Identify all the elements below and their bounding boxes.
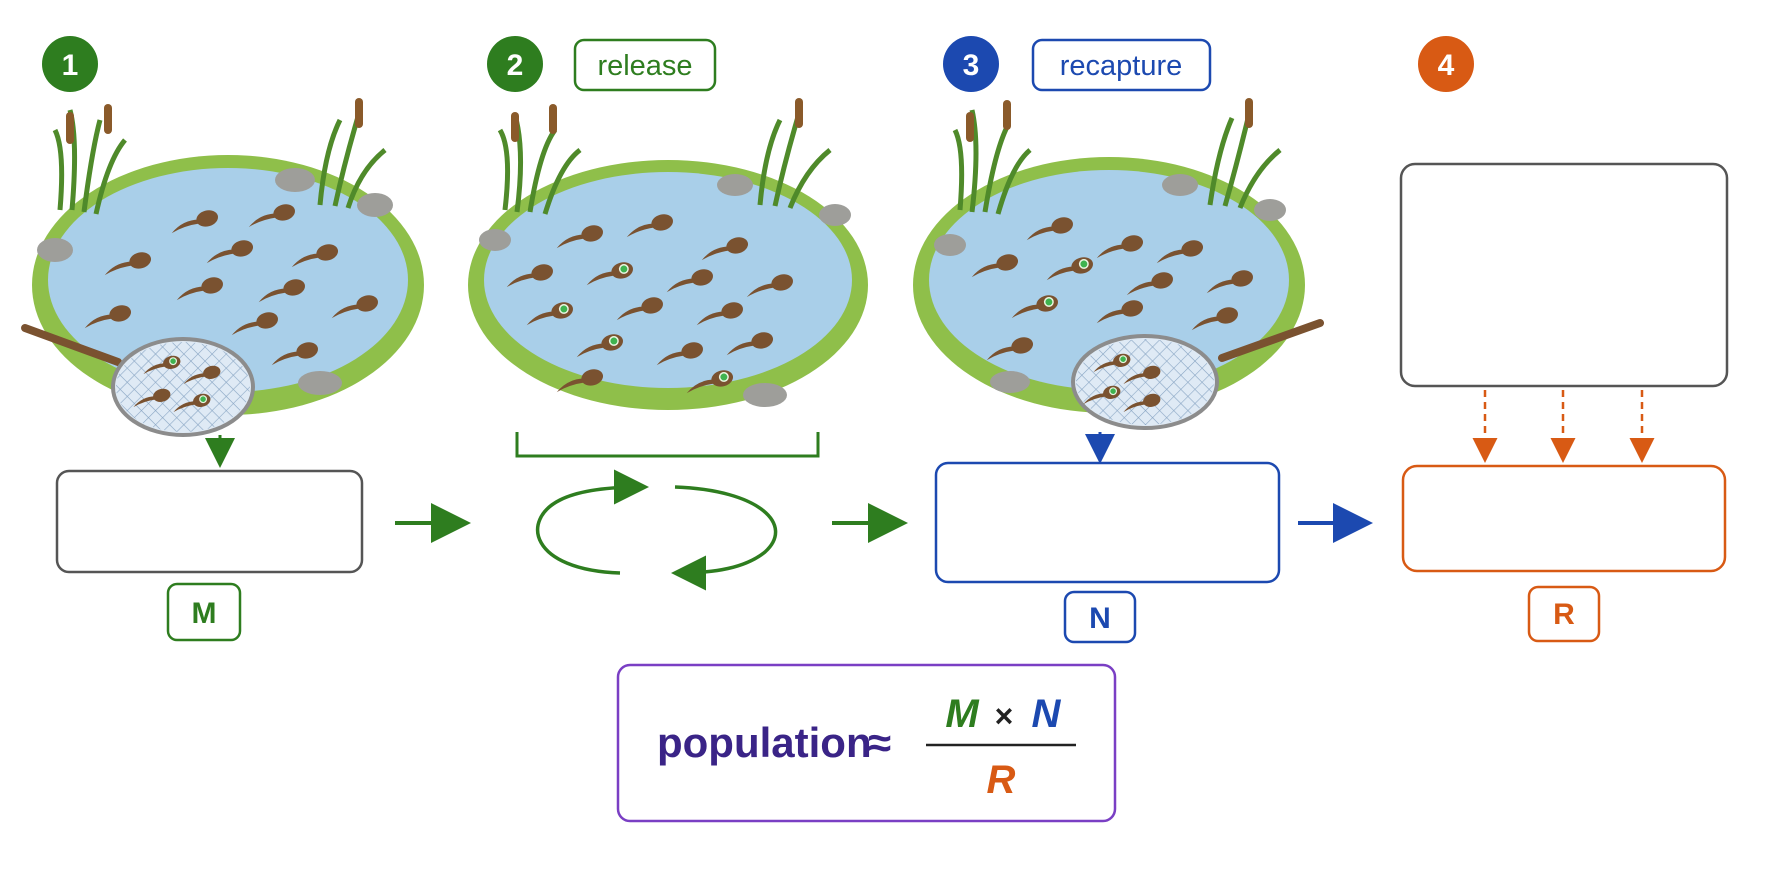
pond-2	[468, 98, 868, 410]
tadpole-icon	[1126, 272, 1174, 296]
tadpole-icon	[696, 302, 744, 326]
tadpole-icon	[746, 274, 794, 298]
recapture-tag: recapture	[1031, 38, 1212, 92]
step-1-number: 1	[62, 49, 79, 82]
tadpole-icon	[206, 240, 254, 264]
marked-recaptures-box	[1401, 464, 1727, 573]
net-icon	[1071, 319, 1324, 430]
cycle-arrows-icon	[535, 469, 778, 591]
tadpole-icon	[104, 252, 152, 276]
tadpole-icon	[176, 277, 224, 301]
step-3-number: 3	[963, 49, 980, 82]
tadpole-icon	[1123, 365, 1161, 385]
formula-times: ×	[995, 698, 1014, 734]
tadpole-icon	[1093, 353, 1131, 373]
tadpole-icon	[701, 237, 749, 261]
recaptured-sample-box	[934, 461, 1281, 584]
reed-icon	[52, 98, 387, 215]
n-label: N	[1089, 602, 1111, 635]
formula-approx: ≈	[868, 719, 891, 766]
reed-icon	[497, 98, 832, 215]
recapture-label: recapture	[1060, 50, 1183, 82]
tadpole-icon	[133, 388, 171, 408]
rock-icon	[479, 174, 851, 407]
step-1-badge: 1	[42, 36, 98, 92]
step-4-badge: 4	[1418, 36, 1474, 92]
step-2-number: 2	[507, 49, 524, 82]
tadpole-icon	[183, 365, 221, 385]
m-label: M	[192, 597, 217, 630]
tadpole-icon	[248, 204, 296, 228]
release-label: release	[597, 50, 692, 82]
tadpole-icon	[1046, 257, 1094, 281]
release-tag: release	[573, 38, 717, 92]
sorting-box	[1399, 162, 1729, 388]
marked-sample-box	[55, 469, 364, 574]
reed-icon	[952, 98, 1282, 215]
formula-n: N	[1032, 692, 1062, 736]
tadpole-icon	[656, 342, 704, 366]
r-label: R	[1553, 598, 1575, 631]
step-3-badge: 3	[943, 36, 999, 92]
tadpole-icon	[986, 337, 1034, 361]
tadpole-icon	[291, 244, 339, 268]
tadpole-icon	[1206, 270, 1254, 294]
tadpole-icon	[173, 393, 211, 413]
tadpole-icon	[556, 369, 604, 393]
tadpole-icon	[526, 302, 574, 326]
formula-box: population ≈ M × N R	[616, 663, 1117, 823]
tadpole-icon	[686, 370, 734, 394]
tadpole-icon	[171, 210, 219, 234]
step-4-number: 4	[1438, 49, 1455, 82]
tadpole-icon	[84, 305, 132, 329]
tadpole-icon	[971, 254, 1019, 278]
tadpole-icon	[586, 262, 634, 286]
tadpole-icon	[626, 214, 674, 238]
pond-1	[32, 98, 424, 415]
tadpole-icon	[726, 332, 774, 356]
filter-arrows	[1472, 390, 1655, 463]
step-2-badge: 2	[487, 36, 543, 92]
tadpole-icon	[1026, 217, 1074, 241]
tadpole-icon	[1011, 295, 1059, 319]
rock-icon	[37, 168, 393, 395]
formula-r: R	[987, 758, 1016, 802]
tadpole-icon	[1096, 300, 1144, 324]
n-label-box: N	[1063, 590, 1137, 644]
release-bracket	[515, 432, 820, 458]
r-label-box: R	[1527, 585, 1601, 643]
tadpole-icon	[556, 225, 604, 249]
tadpole-icon	[1083, 385, 1121, 405]
rock-icon	[934, 174, 1286, 393]
tadpole-icon	[1123, 393, 1161, 413]
tadpole-icon	[576, 334, 624, 358]
formula-lhs: population	[657, 719, 872, 766]
tadpole-icon	[1156, 240, 1204, 264]
tadpole-icon	[231, 312, 279, 336]
tadpole-icon	[506, 264, 554, 288]
m-label-box: M	[166, 582, 242, 642]
formula-m: M	[945, 692, 980, 736]
tadpole-icon	[616, 297, 664, 321]
tadpole-icon	[1096, 235, 1144, 259]
tadpole-icon	[143, 355, 181, 375]
tadpole-icon	[1191, 307, 1239, 331]
tadpole-icon	[258, 279, 306, 303]
tadpole-icon	[666, 269, 714, 293]
tadpole-icon	[331, 295, 379, 319]
net-icon	[21, 324, 255, 437]
tadpole-icon	[271, 342, 319, 366]
